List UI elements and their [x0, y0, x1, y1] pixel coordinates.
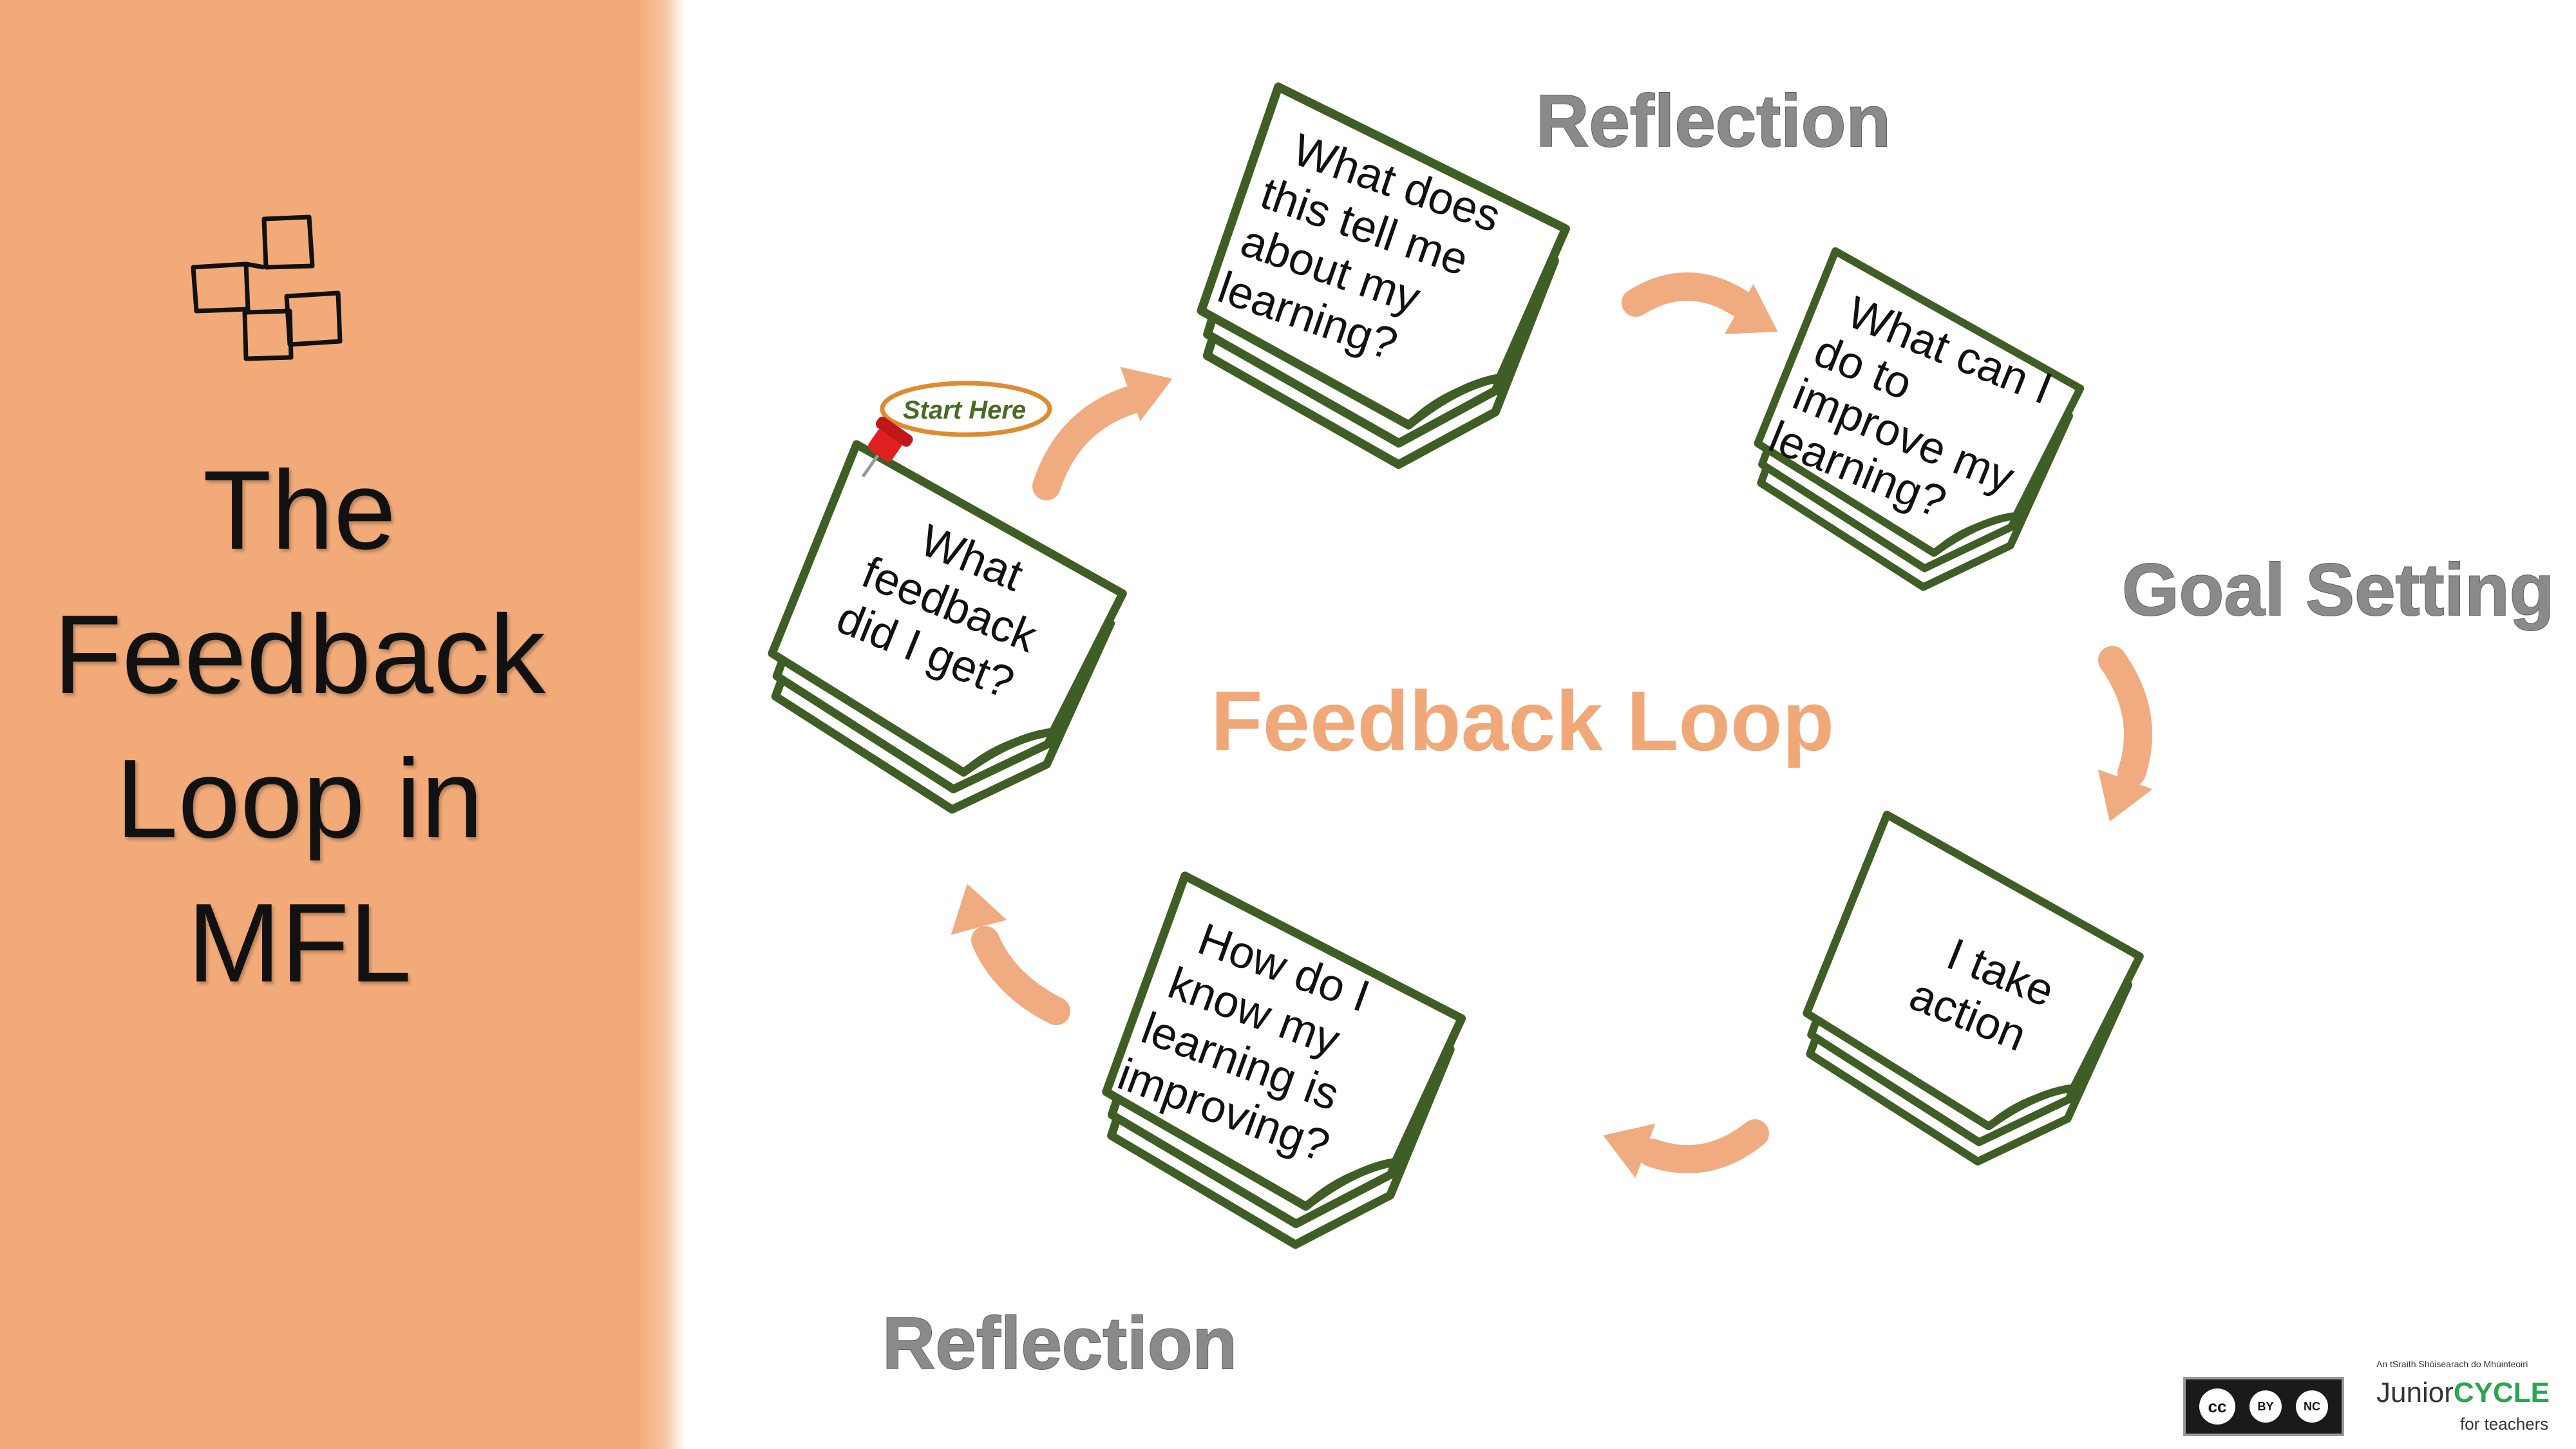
title-line: Loop in — [115, 735, 484, 861]
logo-name-highlight: CYCLE — [2453, 1377, 2550, 1408]
logo-tagline: An tSraith Shóisearach do Mhúinteoirí — [2376, 1359, 2528, 1369]
cc-license-badge[interactable]: cc BY NC — [2183, 1377, 2344, 1436]
title-line: The — [203, 447, 396, 573]
note-feedback: What feedback did I get? — [743, 444, 1137, 838]
cc-icon: cc — [2199, 1388, 2235, 1425]
logo-sub: for teachers — [2460, 1414, 2549, 1434]
stage-label-bottom: Reflection — [882, 1303, 1237, 1385]
arrow-action-to-progress — [1593, 1108, 1769, 1179]
junior-cycle-logo: An tSraith Shóisearach do Mhúinteoirí Ju… — [2376, 1359, 2570, 1443]
note-learning: What does this tell me about my learning… — [1175, 87, 1578, 491]
title-line: Feedback — [53, 591, 546, 717]
stage-label-right: Goal Setting — [2122, 549, 2554, 631]
arrow-feedback-to-reflection — [1032, 351, 1183, 500]
sidebar: The Feedback Loop in MFL — [0, 0, 686, 1449]
logo-name: JuniorCYCLE — [2376, 1377, 2550, 1409]
note-improve: What can I do to improve my learning? — [1731, 251, 2094, 614]
start-label: Start Here — [903, 396, 1026, 424]
title-line: MFL — [187, 880, 412, 1005]
note-progress: How do I know my learning is improving? — [1079, 876, 1475, 1271]
arrow-goal-to-action — [2082, 646, 2153, 832]
center-label: Feedback Loop — [1211, 674, 1834, 768]
note-action: I take action — [1779, 815, 2154, 1189]
arrow-progress-to-feedback — [939, 876, 1070, 1025]
sticky-notes-icon — [191, 214, 343, 361]
pushpin-icon — [861, 416, 913, 478]
noncommercial-icon: NC — [2296, 1390, 2328, 1423]
start-oval — [880, 381, 1052, 437]
start-marker: Start Here — [861, 381, 1052, 478]
stage-label-top: Reflection — [1536, 80, 1891, 162]
page-title: The Feedback Loop in MFL — [26, 438, 573, 1015]
logo-name-prefix: Junior — [2376, 1377, 2454, 1408]
attribution-icon: BY — [2249, 1390, 2282, 1423]
arrow-reflection-to-goal — [1622, 272, 1793, 357]
